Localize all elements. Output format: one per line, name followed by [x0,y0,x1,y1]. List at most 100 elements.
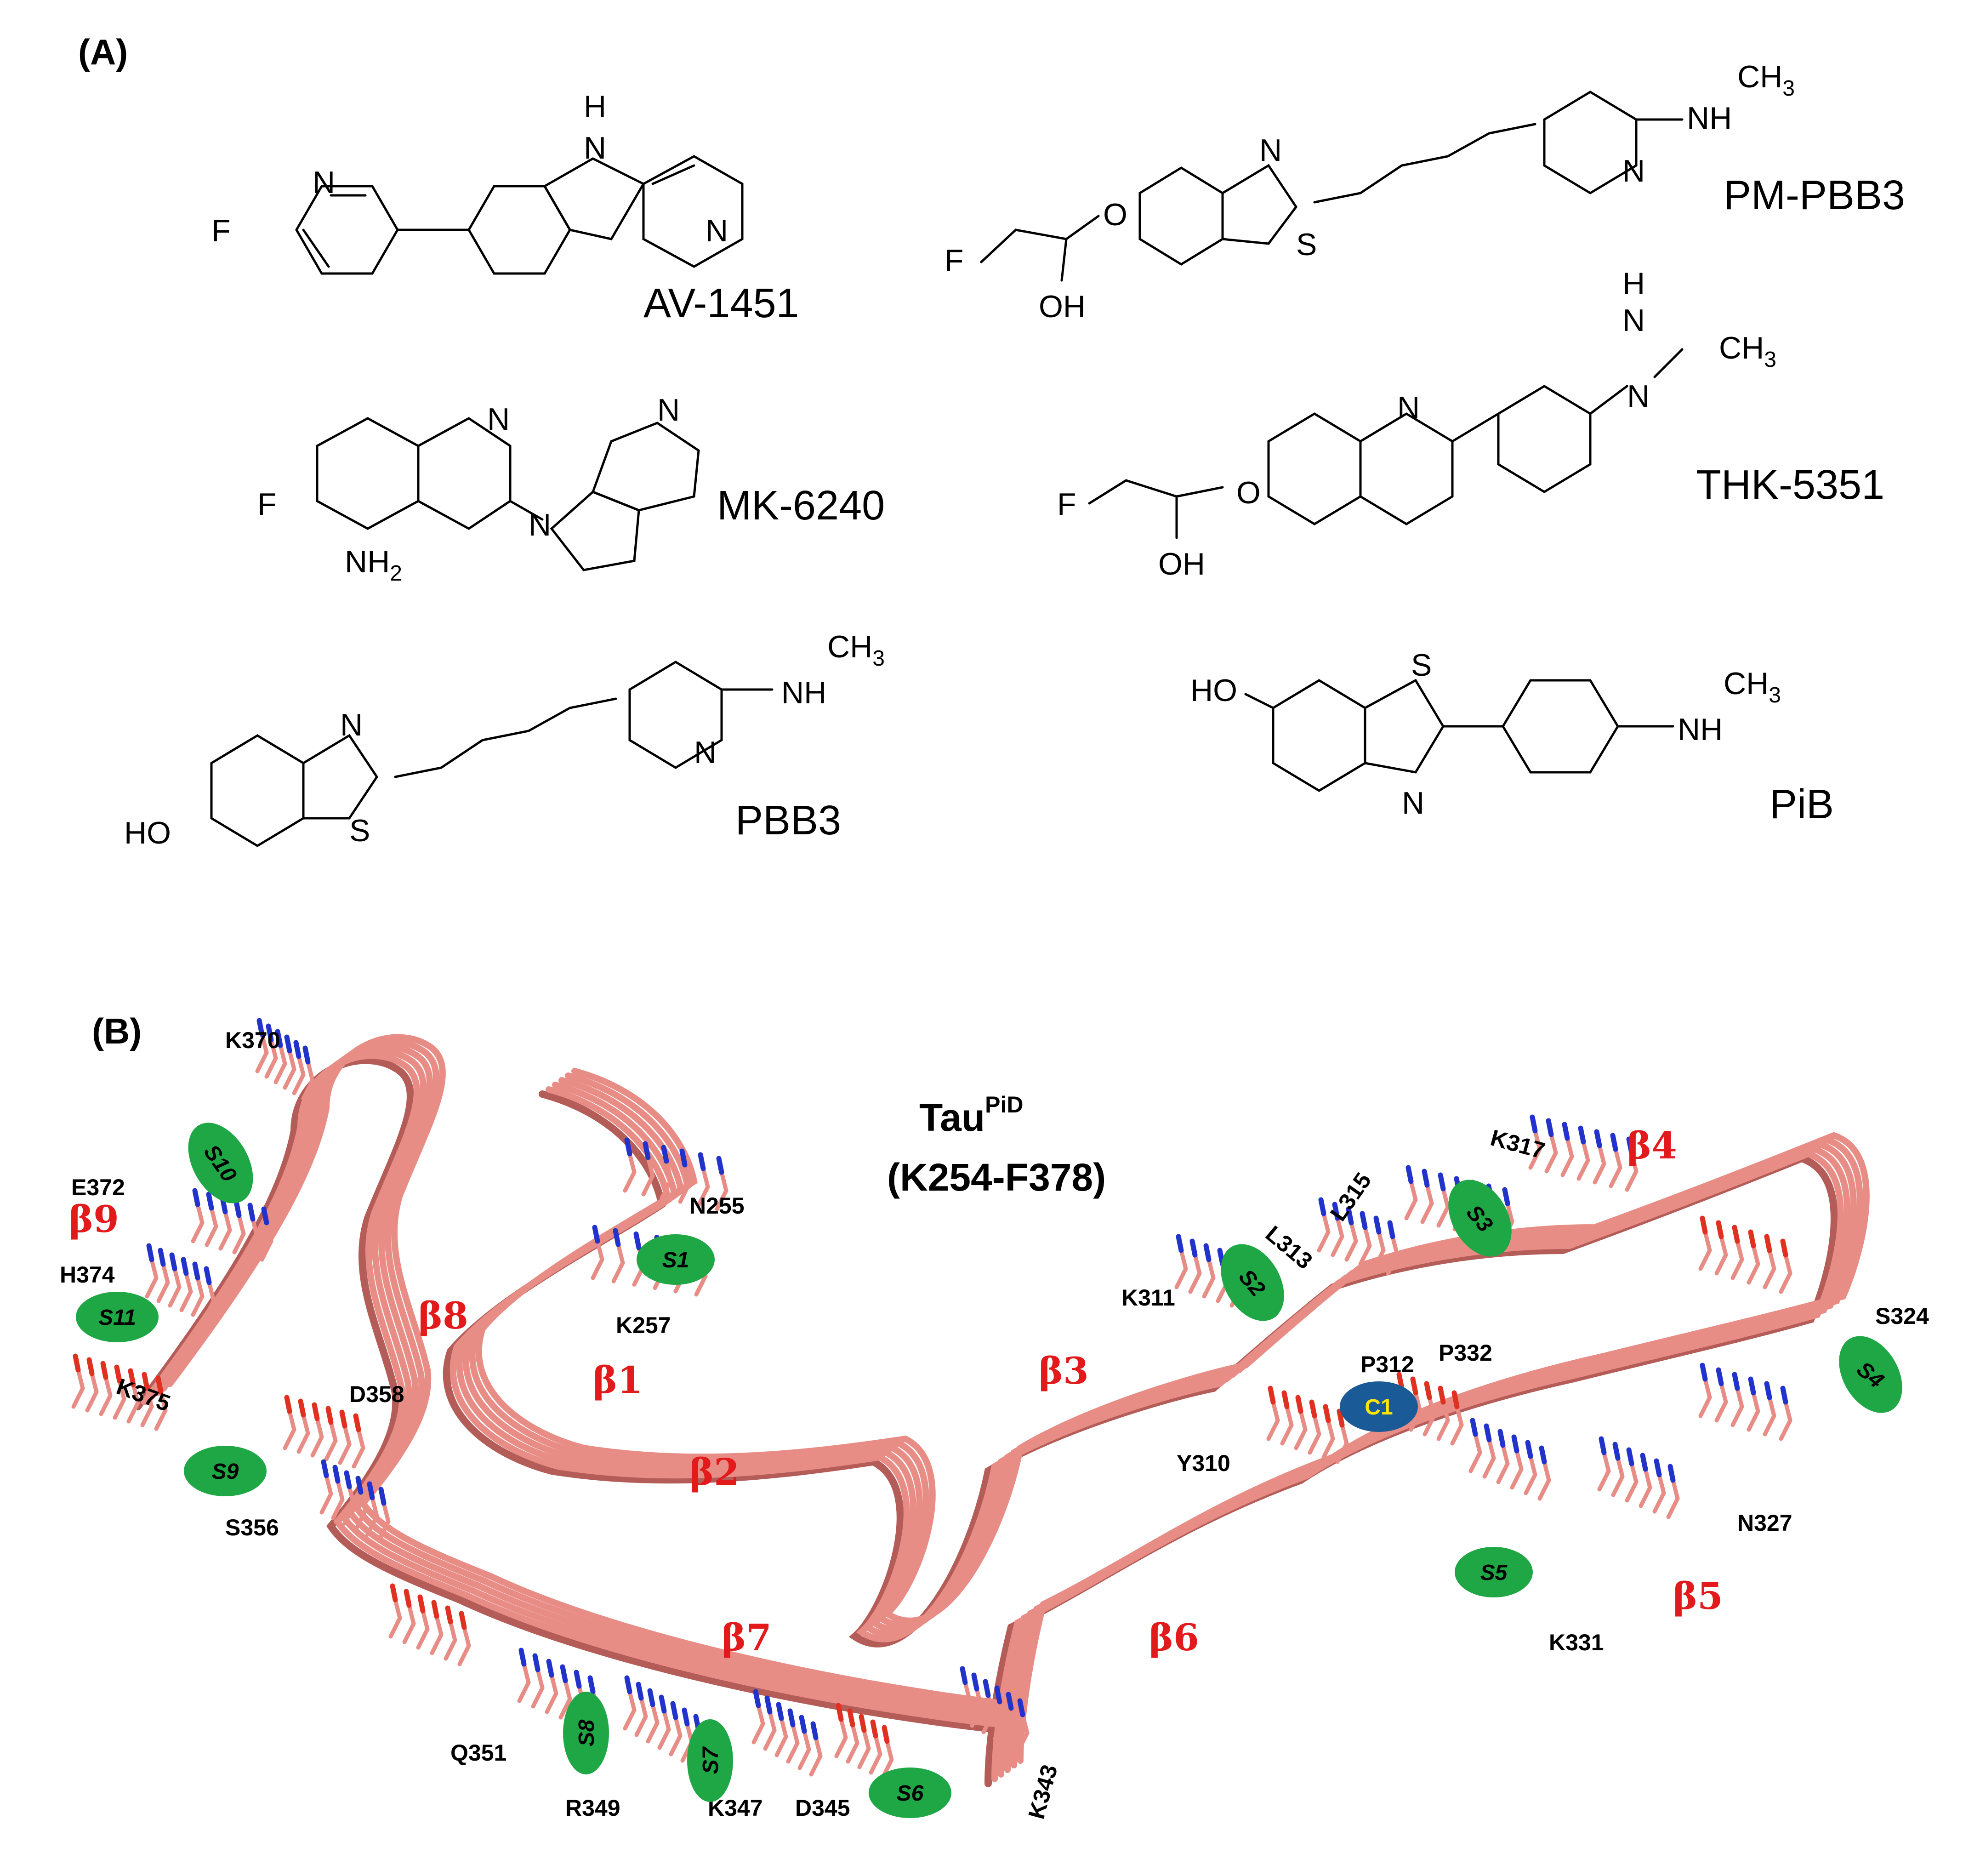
compound-name-mk-6240: MK-6240 [717,483,885,529]
side-chain-stick [1335,1423,1349,1464]
atom-n: N [487,402,510,437]
oxygen-tip [1732,1225,1740,1244]
backbone-strand [141,1052,998,1727]
compound-name-pbb3: PBB3 [735,798,841,844]
compound-pm-pbb3: F OH O N S N NH CH3 PM-PBB3 [945,59,1905,324]
nitrogen-tip [367,1481,375,1500]
residue-n327: N327 [1737,1510,1792,1536]
residue-e372: E372 [71,1175,125,1200]
nitrogen-tip [158,1248,166,1267]
side-chain-stick [365,1495,379,1537]
side-chain-stick [292,1054,306,1095]
oxygen-tip [882,1725,890,1744]
oxygen-tip [339,1409,347,1429]
nitrogen-tip [1530,1114,1538,1134]
site-s2: S2 [1221,1244,1284,1321]
svg-text:TauPiD: TauPiD [919,1092,1023,1139]
beta-label-3: β3 [1039,1349,1089,1392]
residue-y310: Y310 [1177,1450,1230,1476]
nitrogen-tip [1599,1436,1607,1455]
atom-n: N [1397,390,1420,425]
side-chains [71,1018,1792,1780]
side-chain-stick [430,1614,444,1655]
nitrogen-tip [1610,1133,1618,1152]
side-chain-stick [797,1729,811,1770]
nitrogen-tip [764,1695,773,1715]
nitrogen-tip [810,1721,819,1740]
site-s7: S7 [687,1719,733,1802]
svg-text:S11: S11 [98,1306,136,1330]
nitrogen-tip [1332,1202,1340,1221]
nitrogen-tip [1667,1464,1676,1483]
atom-ch3: CH3 [827,629,885,671]
title-superscript: PiD [985,1092,1023,1118]
atom-n: N [1259,133,1282,168]
beta-label-6: β6 [1149,1616,1199,1659]
nitrogen-tip [1422,1169,1430,1188]
side-chain-stick [1294,1409,1308,1450]
side-chain-stick [1730,1386,1744,1427]
side-chain-stick [763,1710,777,1751]
atom-oh: OH [1039,289,1086,324]
side-chain-stick [1174,1248,1188,1289]
side-chain-stick [1747,1243,1760,1285]
atom-n: N [706,213,728,248]
side-chain-stick [1468,1432,1482,1473]
side-chain-stick [1372,1230,1386,1271]
side-chain-stick [1524,1454,1537,1495]
side-chain-stick [623,1689,637,1731]
atom-nh: NH [1678,712,1723,747]
side-chain-stick [1321,1418,1335,1460]
oxygen-tip [404,1589,412,1608]
side-chain-stick [444,1619,457,1661]
side-chain-stick [958,1680,972,1722]
atom-f: F [211,213,231,248]
side-chain-stick [1763,1395,1776,1437]
nitrogen-tip [1511,1434,1519,1454]
oxygen-tip [1410,1376,1418,1396]
nitrogen-tip [1612,1442,1621,1461]
residue-k257: K257 [616,1312,671,1338]
nitrogen-tip [546,1659,554,1678]
side-chain-stick [1544,1132,1558,1174]
nitrogen-tip [261,1206,269,1226]
side-chain-stick [99,1375,113,1416]
atom-ch3: CH3 [1737,59,1795,101]
site-s11: S11 [76,1292,159,1342]
side-chain-stick [1730,1239,1744,1280]
nitrogen-tip [1626,1136,1634,1156]
nitrogen-tip [1525,1440,1533,1459]
side-chain-stick [869,1733,882,1775]
side-chain-stick [646,1702,660,1744]
side-chain-stick [634,1696,648,1737]
side-chain-stick [1779,1400,1792,1441]
nitrogen-tip [592,1225,600,1244]
nitrogen-tip [532,1653,541,1672]
nitrogen-tip [983,1679,991,1698]
side-chain-stick [319,1473,333,1515]
side-chain-stick [1528,1129,1542,1170]
nitrogen-tip [293,1040,302,1059]
side-chain-stick [1714,1234,1728,1276]
nitrogen-tip [1006,1692,1014,1711]
nitrogen-tip [302,1045,311,1065]
svg-text:S8: S8 [575,1719,599,1746]
oxygen-tip [1716,1220,1724,1239]
side-chain-stick [126,1382,140,1424]
nitrogen-tip [181,1257,189,1276]
oxygen-tip [1337,1408,1345,1428]
atom-f: F [1057,487,1076,522]
nitrogen-tip [960,1666,968,1685]
residue-s356: S356 [225,1515,279,1540]
residue-l315: L315 [1325,1168,1376,1226]
oxygen-tip [445,1605,453,1625]
nitrogen-tip [266,1023,274,1043]
side-chain-stick [1308,1414,1321,1455]
oxygen-tip [1780,1238,1788,1258]
side-chain-stick [1409,1391,1422,1432]
side-chain-stick [264,1038,278,1079]
panel-a-label: (A) [78,32,128,72]
side-chain-stick [1420,1183,1434,1224]
site-s1: S1 [637,1234,715,1285]
